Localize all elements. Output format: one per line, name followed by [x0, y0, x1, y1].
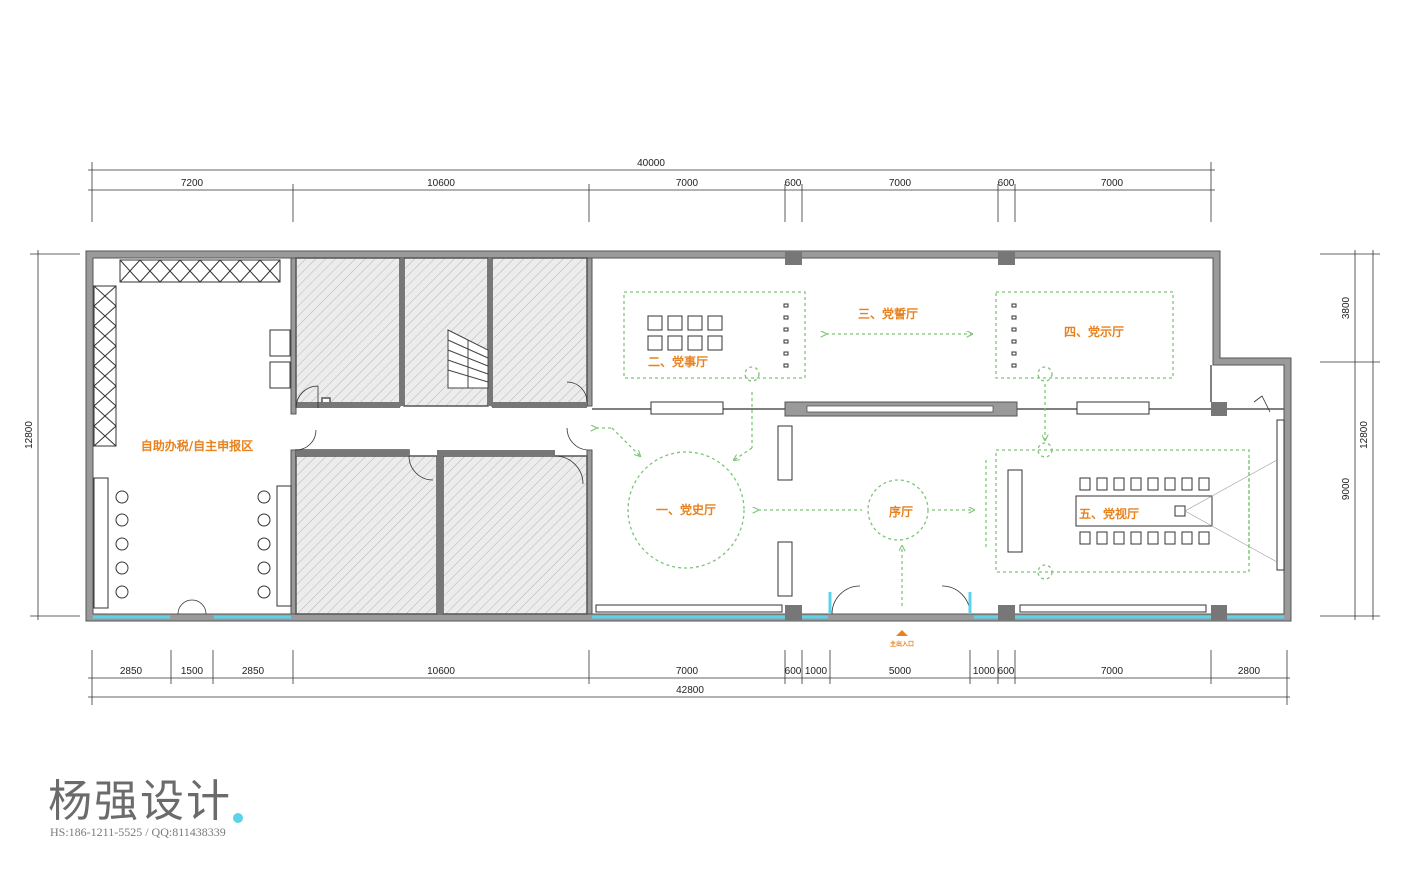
label-preface: 序厅	[889, 504, 913, 519]
dim-top-1: 7200	[181, 178, 204, 189]
dim-bottom-5: 7000	[676, 666, 699, 677]
top-dimension-lines	[88, 162, 1215, 222]
dim-total-top: 40000	[637, 158, 665, 169]
label-party-display: 四、党示厅	[1064, 324, 1124, 339]
dim-right-lower: 9000	[1341, 477, 1352, 500]
projector-lines	[1184, 459, 1278, 563]
label-party-history: 一、党史厅	[656, 502, 716, 517]
dim-bottom-7: 1000	[805, 666, 828, 677]
entrance-arrow-icon	[896, 630, 908, 636]
logo-dot-icon	[233, 813, 243, 823]
dim-bottom-1: 2850	[120, 666, 143, 677]
dim-top-4: 600	[785, 178, 802, 189]
dim-left: 12800	[24, 421, 35, 449]
label-party-video: 五、党视厅	[1079, 506, 1139, 521]
building-walls	[85, 250, 1292, 622]
label-self-service: 自助办税/自主申报区	[141, 438, 253, 453]
windows	[93, 592, 1284, 619]
dim-bottom-3: 2850	[242, 666, 265, 677]
staircase	[447, 329, 489, 389]
dim-total-bottom: 42800	[676, 685, 704, 696]
label-entrance: 主出入口	[890, 640, 914, 648]
bottom-dimension-lines	[88, 650, 1290, 705]
dim-bottom-11: 7000	[1101, 666, 1124, 677]
dim-top-5: 7000	[889, 178, 912, 189]
brand-logo: 杨强设计	[48, 776, 243, 827]
dim-bottom-10: 600	[998, 666, 1015, 677]
dim-bottom-8: 5000	[889, 666, 912, 677]
dim-bottom-6: 600	[785, 666, 802, 677]
side-dimension-lines	[30, 250, 1380, 620]
dim-right-total: 12800	[1359, 421, 1370, 449]
label-party-oath: 三、党誓厅	[858, 306, 918, 321]
label-party-affairs: 二、党事厅	[648, 354, 708, 369]
visit-route	[596, 291, 1250, 606]
dim-top-2: 10600	[427, 178, 455, 189]
dim-top-3: 7000	[676, 178, 699, 189]
contact-info: HS:186-1211-5525 / QQ:811438339	[50, 825, 226, 839]
dim-top-6: 600	[998, 178, 1015, 189]
self-service-fixtures	[93, 259, 292, 609]
doors	[177, 381, 1271, 615]
dim-right-upper: 3800	[1341, 296, 1352, 319]
exhibition-fixtures	[595, 303, 1285, 613]
dim-bottom-2: 1500	[181, 666, 204, 677]
dim-top-7: 7000	[1101, 178, 1124, 189]
dim-bottom-12: 2800	[1238, 666, 1261, 677]
logo-text: 杨强设计	[48, 776, 232, 827]
dim-bottom-9: 1000	[973, 666, 996, 677]
service-rooms	[295, 257, 588, 615]
dim-bottom-4: 10600	[427, 666, 455, 677]
